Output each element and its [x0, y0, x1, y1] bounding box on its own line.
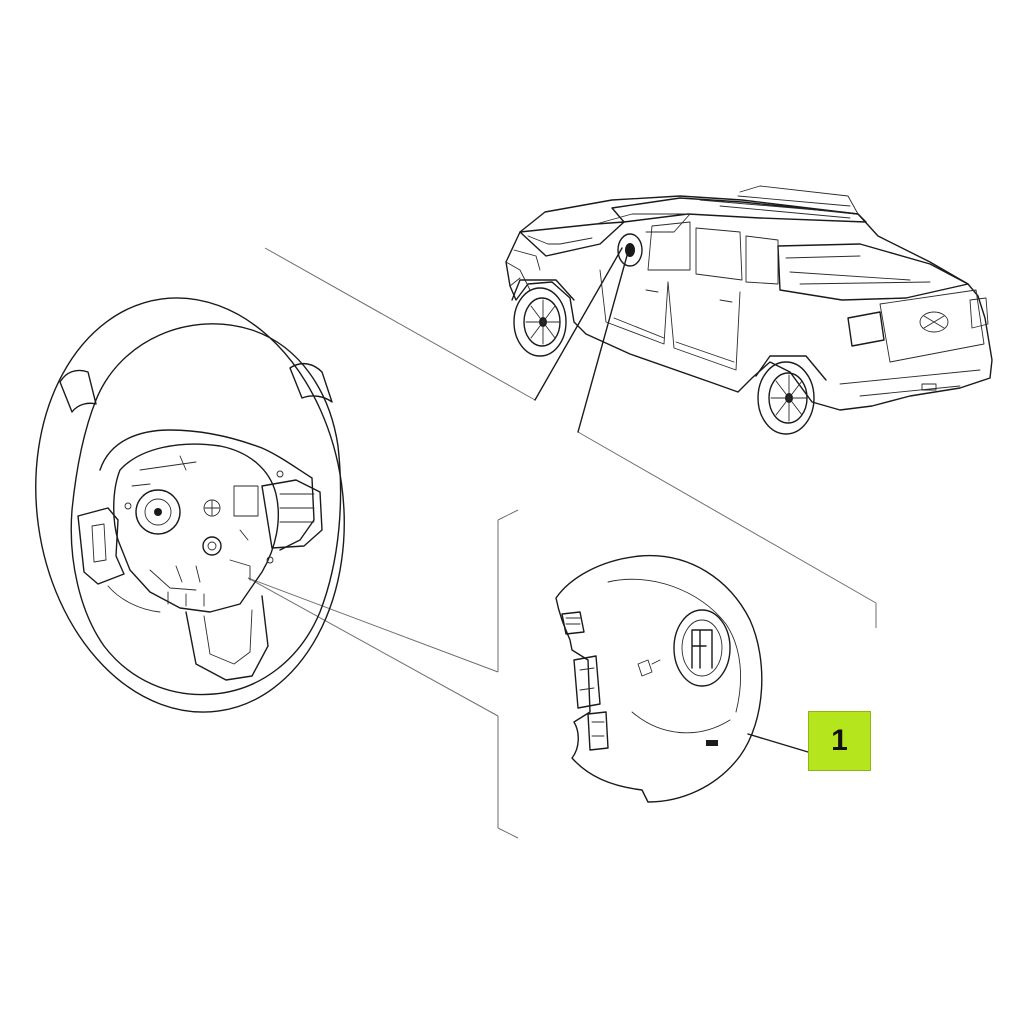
rear-wheel — [755, 355, 827, 435]
pickup-truck — [505, 185, 993, 435]
projection-lines — [247, 247, 877, 839]
callout-label-1: 1 — [808, 711, 871, 771]
driver-airbag-module — [555, 554, 809, 803]
steering-wheel — [35, 297, 345, 713]
front-wheel — [511, 279, 575, 357]
